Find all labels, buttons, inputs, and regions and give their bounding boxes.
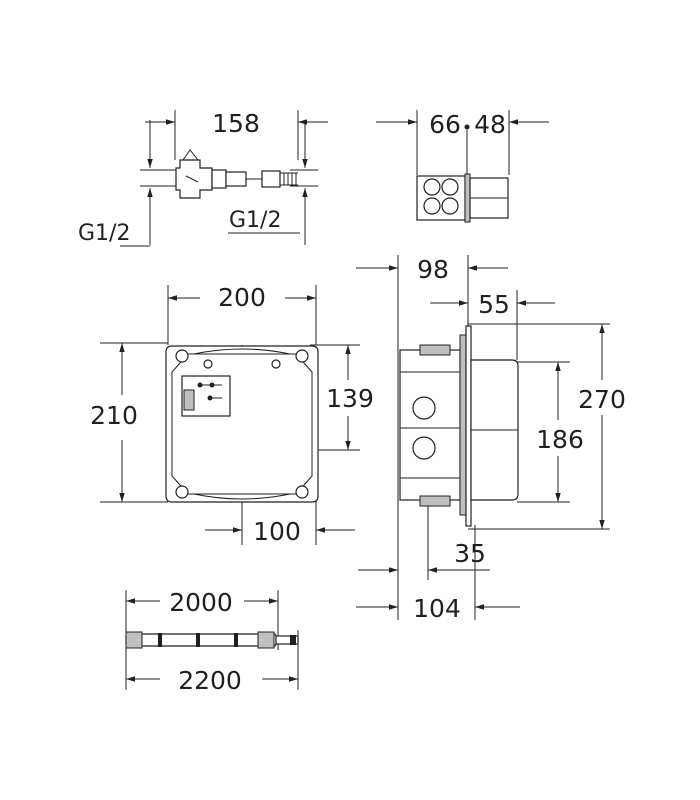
cable-view: 2000 2200 (125, 588, 299, 695)
dim-side-270: 270 (578, 385, 626, 414)
dim-box-inner: 139 (326, 384, 374, 413)
small-box-side-view: 66 48 (376, 110, 549, 223)
front-view: 200 210 139 100 (90, 283, 374, 546)
dim-side-98: 98 (417, 255, 449, 284)
dim-cable-2000: 2000 (169, 588, 233, 617)
dim-box-center: 100 (253, 517, 301, 546)
dim-cable-2200: 2200 (178, 666, 242, 695)
dim-hose-length: 158 (212, 109, 260, 138)
dim-side-186: 186 (536, 425, 584, 454)
side-view: 98 55 270 186 35 104 (356, 255, 626, 623)
dim-side-35: 35 (454, 539, 486, 568)
dim-side-55: 55 (478, 290, 510, 319)
dim-depth-48: 48 (474, 110, 506, 139)
dim-box-height: 210 (90, 401, 138, 430)
label-thread-right: G1/2 (229, 208, 281, 233)
dim-box-width: 200 (218, 283, 266, 312)
dim-depth-66: 66 (429, 110, 461, 139)
label-thread-left: G1/2 (78, 221, 130, 246)
dim-side-104: 104 (413, 594, 461, 623)
hose-assembly-view: 158 G1/2 G1/2 (78, 109, 328, 247)
